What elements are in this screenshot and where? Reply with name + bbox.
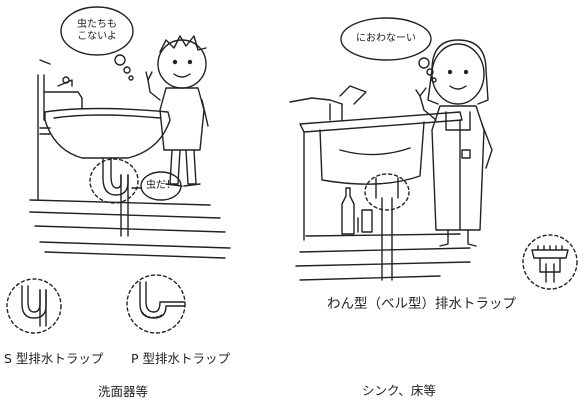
bell-trap-label: わん型（ベル型）排水トラップ <box>327 296 516 312</box>
speech-line-1: 虫たちも <box>77 19 117 30</box>
woman-figure <box>415 39 493 247</box>
speech-bubble-right <box>340 17 432 61</box>
s-trap-icon <box>6 278 62 334</box>
speech-line-2: こないよ <box>77 31 117 42</box>
p-trap-label-text: P 型排水トラップ <box>131 351 231 366</box>
boy-figure <box>145 35 209 187</box>
trap-highlight-circle <box>89 158 139 204</box>
sink-scene <box>289 17 493 281</box>
caption-left: 洗面器等 <box>98 384 149 399</box>
drain-highlight-circle <box>364 173 410 211</box>
speech-bubble-left <box>60 6 134 56</box>
sink-counter <box>299 111 463 133</box>
washbasin-scene <box>29 6 231 259</box>
washbasin <box>44 107 171 159</box>
bell-trap-icon <box>522 234 578 290</box>
caption-right: シンク、床等 <box>362 383 436 398</box>
s-trap-label: S 型排水トラップ <box>4 351 104 366</box>
speech-text-left: 虫たちも こないよ <box>74 19 120 43</box>
bug-exclamation: 虫だ！ <box>146 180 176 191</box>
p-trap-icon <box>126 274 186 334</box>
speech-text-right: におわなーい <box>356 33 416 44</box>
